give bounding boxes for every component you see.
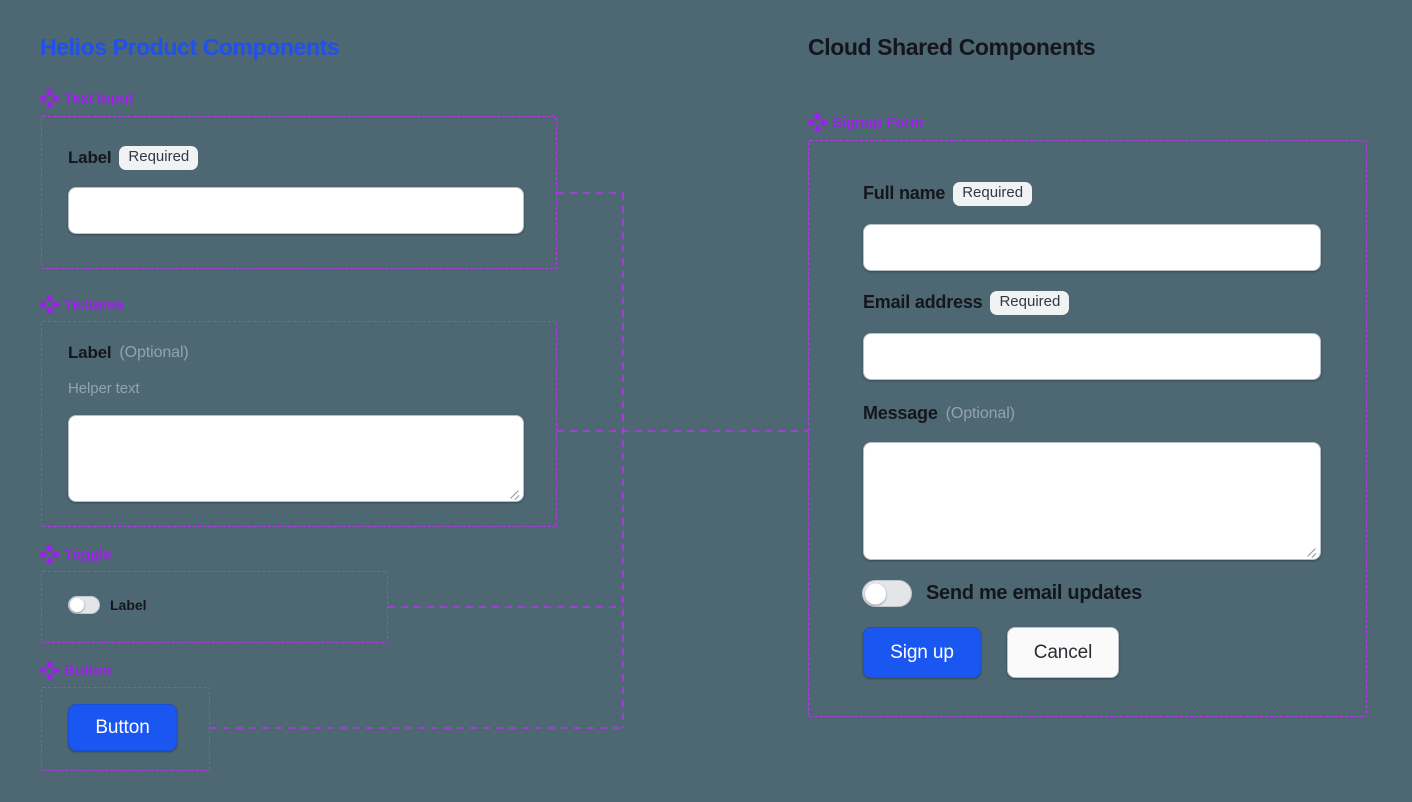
full-name-label-row: Full name Required — [863, 182, 1033, 206]
section-label-signup-form[interactable]: Signup Form — [806, 111, 924, 134]
diamond-cluster-icon — [38, 293, 61, 316]
diamond-cluster-icon — [38, 659, 61, 682]
textarea-label: Label — [68, 343, 112, 362]
full-name-label: Full name — [863, 183, 946, 204]
sign-up-button[interactable]: Sign up — [863, 627, 981, 678]
text-input-field[interactable] — [68, 187, 524, 234]
required-badge: Required — [119, 146, 199, 170]
diamond-cluster-icon — [38, 87, 61, 110]
message-textarea[interactable] — [863, 442, 1321, 560]
resize-grip-icon[interactable] — [507, 486, 520, 499]
full-name-input[interactable] — [863, 224, 1321, 271]
textarea-helper-text: Helper text — [68, 380, 140, 397]
optional-tag: (Optional) — [945, 404, 1015, 422]
section-label-toggle[interactable]: Toggle — [38, 543, 112, 566]
section-label-text: Text Input — [64, 90, 134, 107]
highlight-box-text-input[interactable] — [41, 116, 557, 269]
section-label-button[interactable]: Button — [38, 659, 112, 682]
email-updates-toggle-label: Send me email updates — [926, 582, 1142, 604]
text-input-label-row: Label Required — [68, 146, 199, 170]
button-primary-demo[interactable]: Button — [68, 704, 177, 751]
section-label-text-input[interactable]: Text Input — [38, 87, 134, 110]
section-label-text: Button — [64, 662, 112, 679]
diamond-cluster-icon — [806, 111, 829, 134]
message-label: Message — [863, 403, 938, 423]
section-label-text: Signup Form — [832, 114, 924, 131]
toggle-row-email-updates[interactable]: Send me email updates — [862, 580, 1142, 607]
resize-grip-icon[interactable] — [1304, 544, 1317, 557]
optional-tag: (Optional) — [119, 344, 189, 361]
section-label-text: Textarea — [64, 296, 124, 313]
section-label-textarea[interactable]: Textarea — [38, 293, 124, 316]
highlight-box-toggle[interactable] — [41, 571, 388, 643]
textarea-field[interactable] — [68, 415, 524, 502]
highlight-box-textarea[interactable] — [41, 321, 557, 527]
email-address-input[interactable] — [863, 333, 1321, 380]
email-address-label: Email address — [863, 292, 983, 313]
toggle-label: Label — [110, 597, 147, 613]
page-title-right: Cloud Shared Components — [808, 34, 1096, 60]
page-title-left: Helios Product Components — [40, 34, 340, 60]
highlight-box-button[interactable] — [41, 687, 210, 771]
diamond-cluster-icon — [38, 543, 61, 566]
toggle-knob — [865, 583, 886, 604]
highlight-box-signup-form[interactable] — [808, 140, 1367, 717]
toggle-knob — [70, 598, 84, 612]
email-address-label-row: Email address Required — [863, 291, 1070, 315]
email-updates-toggle-switch[interactable] — [862, 580, 912, 607]
cancel-button[interactable]: Cancel — [1007, 627, 1119, 678]
required-badge: Required — [953, 182, 1033, 206]
toggle-switch[interactable] — [68, 596, 100, 614]
message-label-row: Message (Optional) — [863, 403, 1015, 424]
textarea-label-row: Label (Optional) — [68, 343, 189, 363]
section-label-text: Toggle — [64, 546, 112, 563]
required-badge: Required — [990, 291, 1070, 315]
toggle-row-small[interactable]: Label — [68, 596, 147, 614]
text-input-label: Label — [68, 147, 112, 167]
